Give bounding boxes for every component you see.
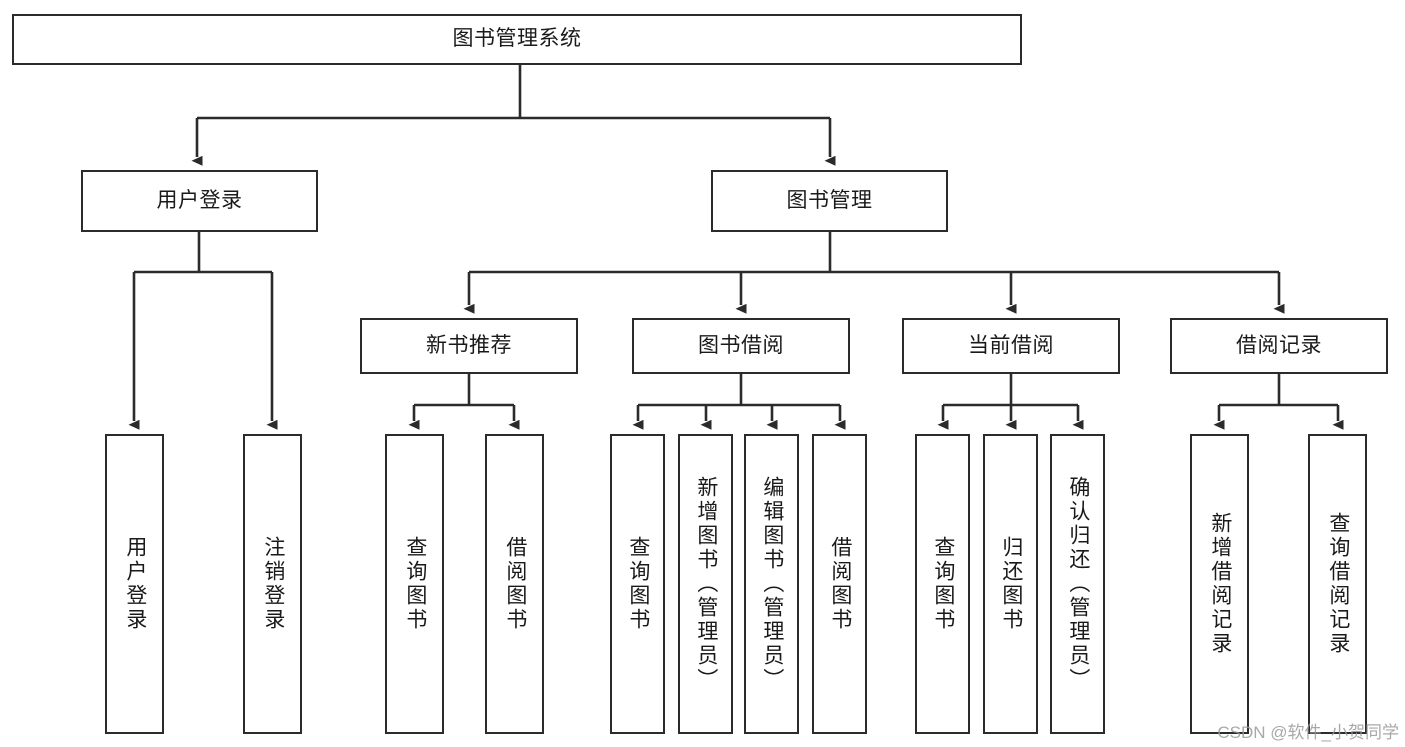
node-leaf-query-book-2-label: 查询图书: [626, 536, 650, 632]
node-borrow-record-label: 借阅记录: [1236, 333, 1322, 357]
node-user-login[interactable]: 用户登录: [81, 170, 318, 232]
node-leaf-user-login[interactable]: 用户登录: [105, 434, 164, 734]
node-leaf-return-book-label: 归还图书: [999, 536, 1023, 632]
node-book-borrow-label: 图书借阅: [698, 333, 784, 357]
node-book-manage-label: 图书管理: [786, 188, 873, 212]
node-leaf-borrow-book-1[interactable]: 借阅图书: [485, 434, 544, 734]
node-root[interactable]: 图书管理系统: [12, 14, 1022, 65]
node-leaf-add-book-admin-label: 新增图书（管理员）: [694, 476, 718, 692]
node-root-label: 图书管理系统: [452, 27, 582, 51]
node-book-manage[interactable]: 图书管理: [711, 170, 948, 232]
node-leaf-query-borrow-record-label: 查询借阅记录: [1326, 512, 1350, 656]
node-leaf-user-login-label: 用户登录: [123, 536, 147, 632]
node-current-borrow-label: 当前借阅: [968, 333, 1054, 357]
node-leaf-edit-book-admin-label: 编辑图书（管理员）: [760, 476, 784, 692]
node-leaf-borrow-book-2-label: 借阅图书: [828, 536, 852, 632]
node-leaf-confirm-return-admin-label: 确认归还（管理员）: [1066, 476, 1090, 692]
node-leaf-borrow-book-1-label: 借阅图书: [503, 536, 527, 632]
node-user-login-label: 用户登录: [156, 188, 243, 212]
node-new-book-recommend[interactable]: 新书推荐: [360, 318, 578, 374]
node-leaf-user-logout-label: 注销登录: [261, 536, 285, 632]
node-leaf-user-logout[interactable]: 注销登录: [243, 434, 302, 734]
watermark-text: CSDN @软件_小贺同学: [1217, 723, 1399, 742]
node-leaf-query-book-3-label: 查询图书: [931, 536, 955, 632]
node-leaf-edit-book-admin[interactable]: 编辑图书（管理员）: [744, 434, 799, 734]
node-borrow-record[interactable]: 借阅记录: [1170, 318, 1388, 374]
node-leaf-query-book-1-label: 查询图书: [403, 536, 427, 632]
node-leaf-add-borrow-record-label: 新增借阅记录: [1208, 512, 1232, 656]
node-leaf-return-book[interactable]: 归还图书: [983, 434, 1038, 734]
node-new-book-recommend-label: 新书推荐: [426, 333, 512, 357]
node-leaf-query-book-3[interactable]: 查询图书: [915, 434, 970, 734]
node-leaf-borrow-book-2[interactable]: 借阅图书: [812, 434, 867, 734]
node-leaf-query-book-2[interactable]: 查询图书: [610, 434, 665, 734]
node-leaf-query-borrow-record[interactable]: 查询借阅记录: [1308, 434, 1367, 734]
node-book-borrow[interactable]: 图书借阅: [632, 318, 850, 374]
node-leaf-add-book-admin[interactable]: 新增图书（管理员）: [678, 434, 733, 734]
node-leaf-add-borrow-record[interactable]: 新增借阅记录: [1190, 434, 1249, 734]
node-leaf-query-book-1[interactable]: 查询图书: [385, 434, 444, 734]
node-leaf-confirm-return-admin[interactable]: 确认归还（管理员）: [1050, 434, 1105, 734]
node-current-borrow[interactable]: 当前借阅: [902, 318, 1120, 374]
